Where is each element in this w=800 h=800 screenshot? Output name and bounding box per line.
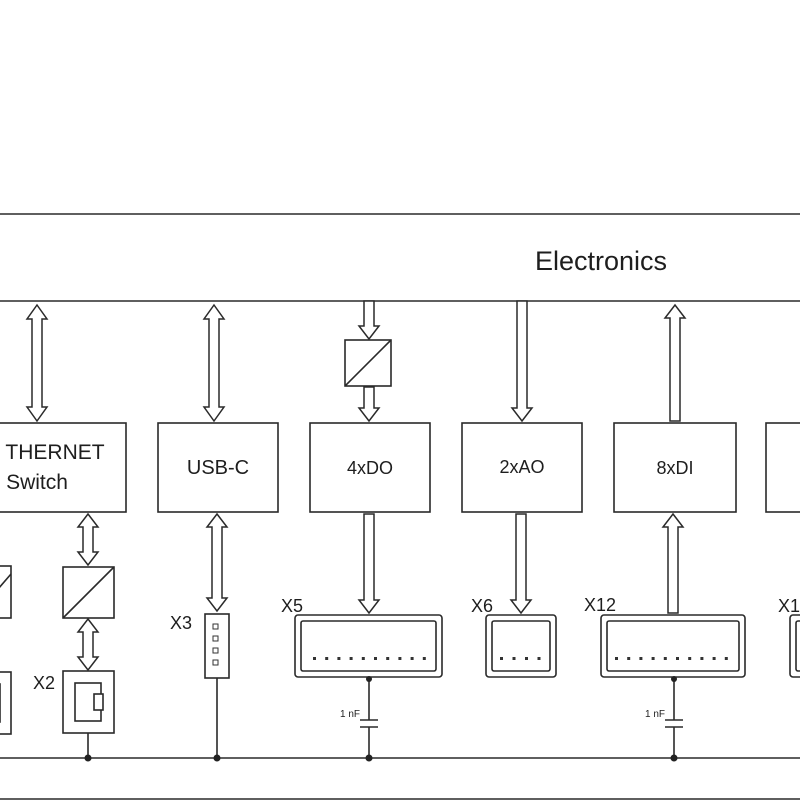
connector-x1-partial-label: X1: [778, 596, 800, 616]
capacitor-label-x12: 1 nF: [645, 709, 665, 720]
connector-x12: [600, 614, 746, 678]
connector-pin: [663, 657, 667, 660]
connector-pin: [325, 657, 329, 660]
connector-x5-label: X5: [281, 596, 303, 616]
connector-pin: [349, 657, 353, 660]
do4-label: 4xDO: [347, 458, 393, 478]
usb-bus-double-arrow: [202, 303, 226, 423]
connector-pin: [386, 657, 390, 660]
connector-x2-label: X2: [33, 673, 55, 693]
connector-pin: [422, 657, 426, 660]
connector-pin: [700, 657, 704, 660]
di8-block: 8xDI: [613, 422, 737, 513]
connector-x6-label: X6: [471, 596, 493, 616]
connector-pin: [676, 657, 679, 660]
connector-pin: [639, 657, 643, 660]
connector-pin: [537, 657, 541, 660]
ethernet-label-line2: Switch: [6, 471, 68, 494]
usb-x3-double-arrow: [205, 512, 229, 613]
connector-x12-label: X12: [584, 595, 616, 615]
connector-x3: [204, 613, 230, 762]
capacitor-label-x5: 1 nF: [340, 709, 360, 720]
ao2-bus-arrow: [510, 300, 534, 423]
usb-c-block: USB-C: [157, 422, 279, 513]
connector-pin: [500, 657, 503, 660]
x12-capacitor: [665, 676, 683, 762]
ao2-label: 2xAO: [499, 457, 544, 477]
connector-x6: [485, 614, 557, 678]
di8-bus-arrow: [663, 303, 687, 422]
connector-pin: [410, 657, 414, 660]
x5-capacitor: [360, 676, 378, 762]
di8-x12-arrow: [661, 512, 685, 614]
connector-pin: [313, 657, 316, 660]
connector-pin: [688, 657, 692, 660]
connector-pin: [724, 657, 728, 660]
connector-pin: [627, 657, 631, 660]
section-title: Electronics: [535, 246, 667, 276]
di8-label: 8xDI: [656, 458, 693, 478]
ethernet-label-line1: THERNET: [5, 441, 104, 464]
connector-x3-label: X3: [170, 613, 192, 633]
do4-x5-arrow: [357, 513, 381, 615]
right-block-partial: [765, 422, 800, 678]
connector-pin: [712, 657, 716, 660]
ao2-x6-arrow: [509, 513, 533, 615]
connector-pin: [337, 657, 341, 660]
connector-pin: [615, 657, 618, 660]
do4-block: 4xDO: [309, 422, 431, 513]
connector-pin: [361, 657, 365, 660]
ethernet-switch-block: THERNET Switch: [0, 422, 127, 513]
connector-pin: [525, 657, 528, 660]
connector-x5: [294, 614, 443, 678]
connector-pin: [512, 657, 516, 660]
isolator-left-partial: [0, 565, 12, 735]
ao2-block: 2xAO: [461, 422, 583, 513]
usb-c-label: USB-C: [187, 457, 249, 479]
connector-pin: [374, 657, 377, 660]
ethernet-bus-double-arrow: [25, 303, 49, 423]
do4-isolation-path: [344, 300, 392, 423]
frame-lines: [0, 213, 800, 800]
connector-pin: [651, 657, 655, 660]
x2-path: [62, 512, 115, 762]
connector-pin: [398, 657, 402, 660]
